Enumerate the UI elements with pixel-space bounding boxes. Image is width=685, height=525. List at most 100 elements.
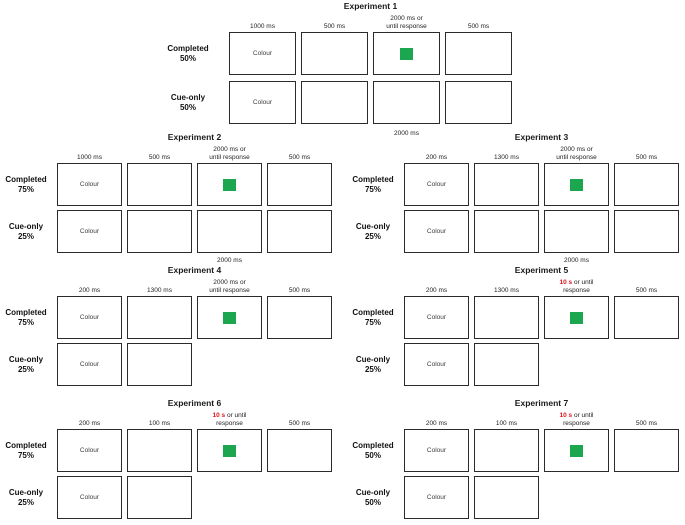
screen-colour-cue: Colour (57, 429, 122, 472)
cueonly-condition-row: Cue-only 50% Colour (347, 476, 679, 519)
cueonly-condition-row: Cue-only 25% Colour (0, 343, 332, 386)
timing-labels-row: 1000 ms 500 ms 2000 ms or until response… (0, 145, 332, 161)
screen-blank (474, 296, 539, 339)
cueonly-condition-row: Cue-only 25% Colour (347, 210, 679, 253)
condition-label-completed: Completed 75% (5, 440, 47, 460)
timing-label-3: 10 s or until response (544, 279, 609, 294)
timing-labels-row: 200 ms 1300 ms 2000 ms or until response… (0, 278, 332, 294)
screen-colour-cue: Colour (404, 343, 469, 386)
timing-label-2: 100 ms (495, 419, 518, 427)
timing-text: 2000 ms or (213, 146, 246, 153)
screen-colour-cue: Colour (57, 296, 122, 339)
screen-blank (544, 210, 609, 253)
condition-label-completed: Completed 75% (5, 307, 47, 327)
colour-cue-text: Colour (426, 447, 447, 454)
colour-cue-text: Colour (79, 494, 100, 501)
colour-cue-text: Colour (426, 494, 447, 501)
timing-text-line2: until response (209, 286, 250, 294)
timing-label-4: 500 ms (635, 419, 658, 427)
screen-colour-cue: Colour (404, 476, 469, 519)
screen-blank (301, 32, 368, 75)
timing-text: 2000 ms or (560, 146, 593, 153)
screen-blank (614, 296, 679, 339)
experiment-title: Experiment 2 (167, 132, 222, 142)
condition-label-cueonly: Cue-only 25% (355, 221, 391, 241)
screen-target (544, 163, 609, 206)
timing-label-4: 500 ms (288, 286, 311, 294)
timing-label-3: 10 s or until response (197, 412, 262, 427)
bottom-duration-label: 2000 ms (394, 130, 419, 137)
condition-label-cueonly: Cue-only 25% (8, 221, 44, 241)
condition-label-cueonly: Cue-only 25% (8, 354, 44, 374)
screen-blank (301, 81, 368, 124)
screen-colour-cue: Colour (57, 343, 122, 386)
screen-colour-cue: Colour (57, 476, 122, 519)
screen-blank (445, 81, 512, 124)
green-target-square (570, 444, 583, 457)
condition-label-cueonly: Cue-only 50% (170, 92, 206, 112)
colour-cue-text: Colour (79, 447, 100, 454)
screen-colour-cue: Colour (404, 210, 469, 253)
timing-label-4: 500 ms (635, 286, 658, 294)
green-target-square (400, 47, 413, 60)
screen-colour-cue: Colour (404, 163, 469, 206)
screen-blank (445, 32, 512, 75)
experiment-6: Experiment 6 200 ms 100 ms 10 s or until… (0, 397, 332, 523)
completed-condition-row: Completed 75% Colour (347, 163, 679, 206)
completed-condition-row: Completed 75% Colour (0, 163, 332, 206)
timing-labels-row: 200 ms 1300 ms 10 s or until response 50… (347, 278, 679, 294)
colour-cue-text: Colour (426, 228, 447, 235)
screen-blank (474, 476, 539, 519)
colour-cue-text: Colour (79, 228, 100, 235)
screen-blank (267, 163, 332, 206)
cueonly-condition-row: Cue-only 25% Colour (347, 343, 679, 386)
timing-label-4: 500 ms (467, 22, 490, 30)
experiment-7: Experiment 7 200 ms 100 ms 10 s or until… (347, 397, 679, 523)
timing-text-line2: response (563, 419, 590, 427)
timing-label-1: 200 ms (78, 419, 101, 427)
timing-label-2: 100 ms (148, 419, 171, 427)
screen-colour-cue: Colour (57, 210, 122, 253)
screen-target (197, 429, 262, 472)
completed-condition-row: Completed 75% Colour (0, 296, 332, 339)
screen-target (544, 429, 609, 472)
timing-label-1: 200 ms (425, 153, 448, 161)
experiment-title: Experiment 6 (167, 398, 222, 408)
screen-blank (474, 210, 539, 253)
colour-cue-text: Colour (79, 361, 100, 368)
experiment-title: Experiment 1 (343, 1, 398, 11)
experiment-2: Experiment 2 1000 ms 500 ms 2000 ms or u… (0, 131, 332, 266)
timing-label-1: 200 ms (425, 286, 448, 294)
screen-colour-cue: Colour (229, 81, 296, 124)
green-target-square (223, 444, 236, 457)
screen-blank (614, 429, 679, 472)
timing-text: or until (225, 412, 247, 419)
experiment-title: Experiment 7 (514, 398, 569, 408)
timing-red-text: 10 s (559, 279, 573, 286)
condition-label-completed: Completed 75% (5, 174, 47, 194)
screen-target (197, 163, 262, 206)
experiment-5: Experiment 5 200 ms 1300 ms 10 s or unti… (347, 264, 679, 390)
timing-text-line2: response (563, 286, 590, 294)
timing-label-4: 500 ms (635, 153, 658, 161)
condition-label-completed: Completed 50% (167, 43, 209, 63)
cueonly-condition-row: Cue-only 50% Colour (152, 81, 512, 124)
screen-blank (474, 163, 539, 206)
timing-labels-row: 200 ms 100 ms 10 s or until response 500… (0, 411, 332, 427)
timing-label-2: 500 ms (148, 153, 171, 161)
experiment-title: Experiment 3 (514, 132, 569, 142)
screen-blank (127, 476, 192, 519)
screen-blank (373, 81, 440, 124)
screen-blank (127, 163, 192, 206)
colour-cue-text: Colour (252, 50, 273, 57)
cueonly-condition-row: Cue-only 25% Colour (0, 476, 332, 519)
completed-condition-row: Completed 75% Colour (0, 429, 332, 472)
condition-label-cueonly: Cue-only 50% (355, 487, 391, 507)
timing-text-line2: until response (209, 153, 250, 161)
screen-blank (474, 429, 539, 472)
timing-label-3: 10 s or until response (544, 412, 609, 427)
bottom-duration-row: 2000 ms (0, 257, 332, 266)
condition-label-completed: Completed 75% (352, 307, 394, 327)
green-target-square (570, 311, 583, 324)
